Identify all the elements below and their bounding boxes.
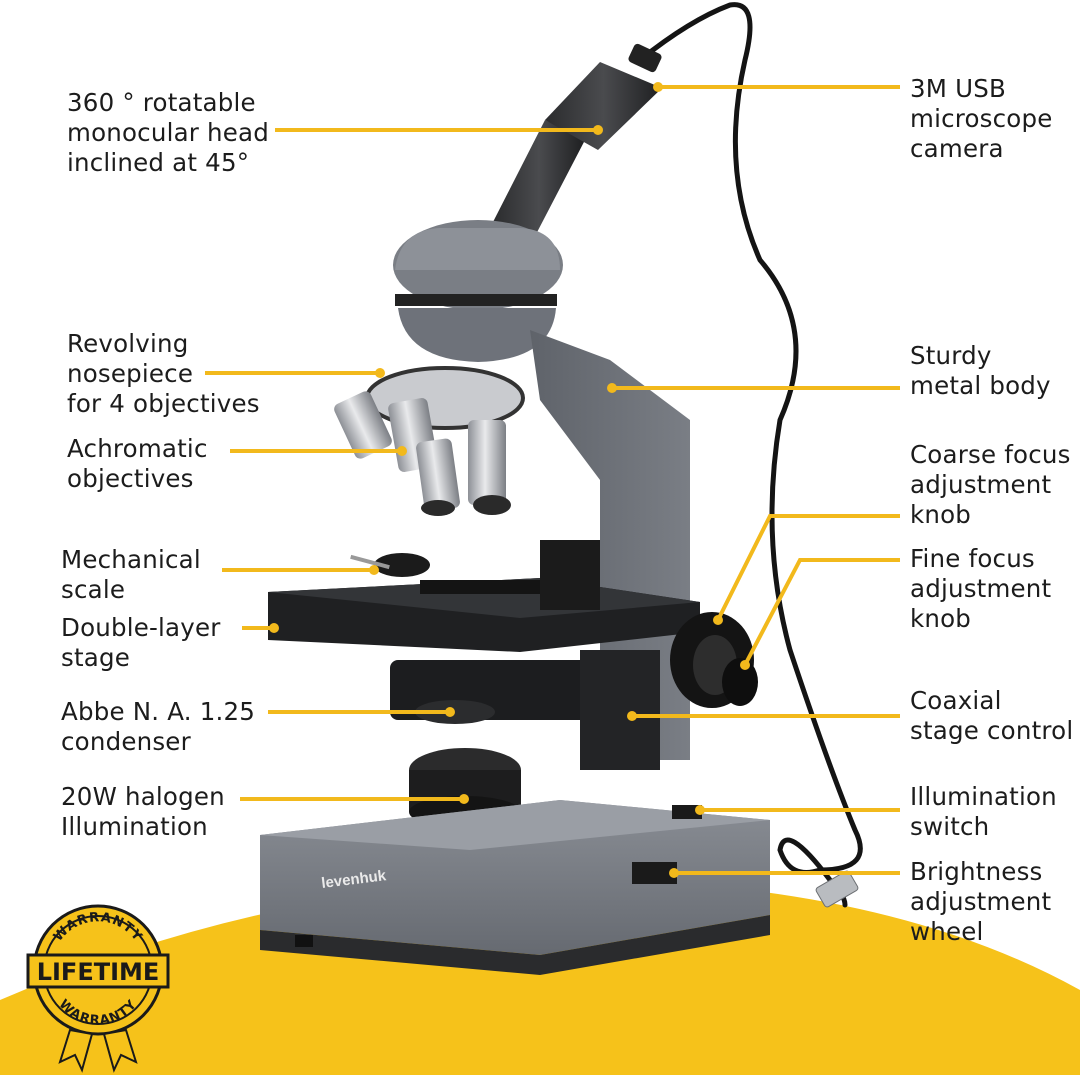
leader-coarse-focus xyxy=(716,514,900,621)
badge-main-text: LIFETIME xyxy=(37,958,160,986)
label-condenser: Abbe N. A. 1.25 condenser xyxy=(61,697,256,756)
label-coarse-focus: Coarse focus adjustment knob xyxy=(910,440,1071,529)
leader-fine-focus xyxy=(743,558,900,666)
leader-lines xyxy=(205,82,900,878)
camera-tube xyxy=(493,43,662,240)
usb-cable xyxy=(637,2,863,908)
label-nosepiece: Revolving nosepiece for 4 objectives xyxy=(67,329,260,418)
label-mechanical-scale: Mechanical scale xyxy=(61,545,201,604)
fine-focus-knob xyxy=(722,658,758,706)
label-objectives: Achromatic objectives xyxy=(67,434,208,493)
label-illumination-switch: Illumination switch xyxy=(910,782,1057,841)
label-stage-control: Coaxial stage control xyxy=(910,686,1074,745)
lifetime-warranty-badge: WARRANTY WARRANTY LIFETIME xyxy=(26,904,170,1073)
label-metal-body: Sturdy metal body xyxy=(910,341,1051,400)
label-camera: 3M USB microscope camera xyxy=(910,74,1053,163)
label-monocular-head: 360 ° rotatable monocular head inclined … xyxy=(67,88,270,177)
label-fine-focus: Fine focus adjustment knob xyxy=(910,544,1052,633)
label-halogen: 20W halogen Illumination xyxy=(61,782,225,841)
label-stage: Double-layer stage xyxy=(61,613,221,672)
label-brightness-wheel: Brightness adjustment wheel xyxy=(910,857,1052,946)
usb-plug xyxy=(815,870,859,908)
